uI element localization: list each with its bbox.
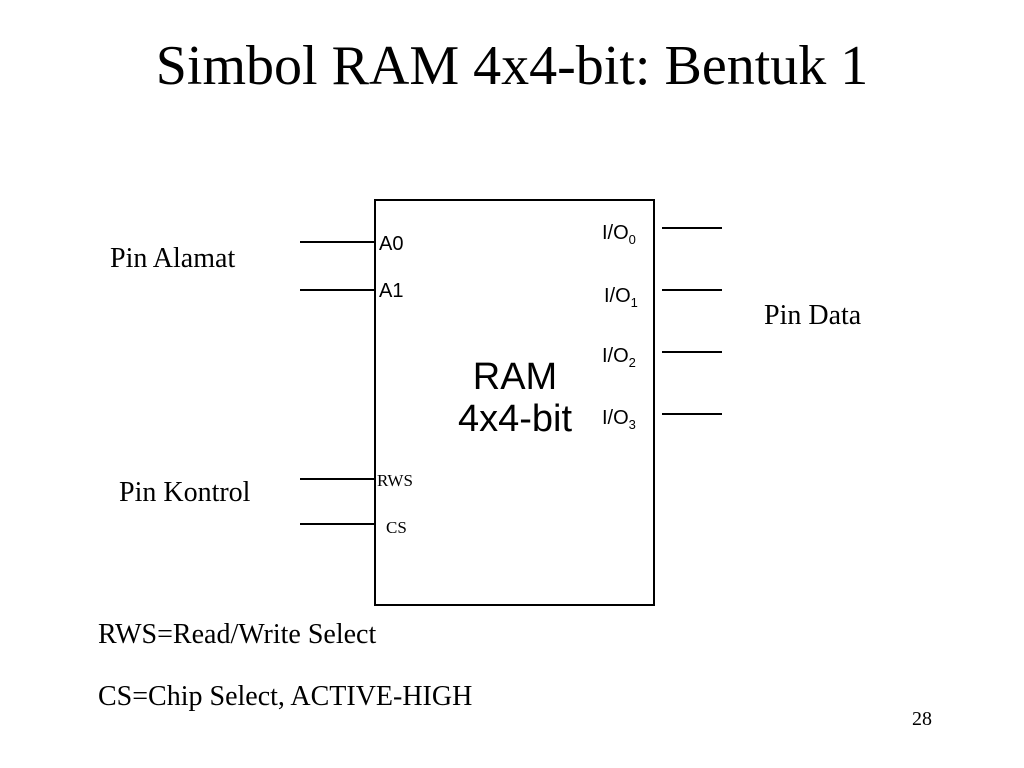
data-pin-io1-wire [662, 289, 722, 291]
data-pin-io2-wire [662, 351, 722, 353]
address-pin-a1-label: A1 [379, 280, 404, 302]
address-pins-label: Pin Alamat [110, 243, 236, 274]
data-pin-io3-label: I/O3 [602, 407, 636, 432]
control-pins-label: Pin Kontrol [119, 477, 251, 508]
note-rws: RWS=Read/Write Select [98, 619, 377, 650]
page-number: 28 [912, 708, 932, 730]
note-cs: CS=Chip Select, ACTIVE-HIGH [98, 681, 473, 712]
data-pin-io0-wire [662, 227, 722, 229]
chip-name-line-2: 4x4-bit [457, 398, 573, 440]
data-pin-io3-wire [662, 413, 722, 415]
slide-title: Simbol RAM 4x4-bit: Bentuk 1 [155, 35, 869, 97]
control-pin-rws-label: RWS [377, 471, 413, 490]
address-pin-a0-wire [300, 241, 375, 243]
control-pin-cs-label: CS [386, 518, 407, 537]
control-pin-cs-wire [300, 523, 375, 525]
data-pins-label: Pin Data [764, 300, 862, 331]
data-pin-io1-label: I/O1 [604, 285, 638, 310]
data-pin-io2-label: I/O2 [602, 345, 636, 370]
address-pin-a0-label: A0 [379, 233, 404, 255]
chip-name-line-1: RAM [472, 356, 558, 398]
ram-chip-body [374, 199, 655, 606]
control-pin-rws-wire [300, 478, 375, 480]
ram-chip-name: RAM 4x4-bit [440, 356, 590, 440]
data-pin-io0-label: I/O0 [602, 222, 636, 247]
address-pin-a1-wire [300, 289, 375, 291]
